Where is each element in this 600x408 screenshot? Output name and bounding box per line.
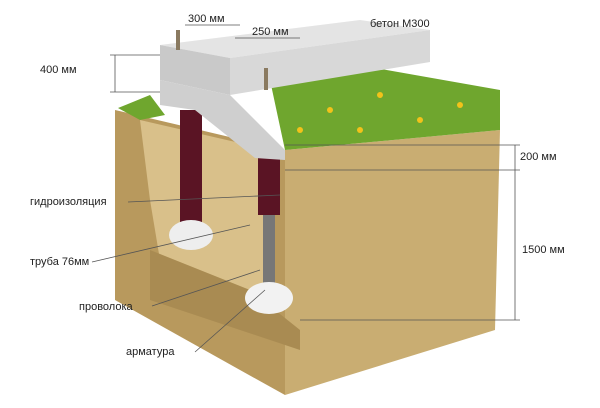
pipe-left: [180, 110, 202, 230]
label-rebar: арматура: [126, 346, 175, 358]
soil-right-face: [285, 130, 500, 395]
pile-base-left: [169, 220, 213, 250]
pipe-right: [258, 150, 280, 215]
grass-left: [118, 95, 165, 120]
beam-side: [230, 30, 430, 95]
label-pipe-76mm: труба 76мм: [30, 256, 90, 268]
label-200mm: 200 мм: [520, 151, 557, 163]
label-1500mm: 1500 мм: [522, 244, 565, 256]
label-concrete-m300: бетон М300: [370, 18, 430, 30]
beam-top: [160, 20, 430, 58]
grass-top: [270, 60, 500, 150]
dimension-lines: [91, 24, 520, 353]
rebar-stub-1: [176, 30, 180, 50]
label-400mm: 400 мм: [40, 64, 77, 76]
pile-base-right: [245, 282, 293, 314]
beam-front: [160, 45, 230, 95]
label-wire: проволока: [79, 301, 133, 313]
beam-return: [160, 80, 285, 160]
flowers: [297, 92, 463, 133]
label-250mm: 250 мм: [252, 26, 289, 38]
rebar-stub-2: [264, 68, 268, 90]
soil-bottom-step: [150, 250, 300, 350]
rebar-right: [263, 215, 275, 285]
label-waterproofing: гидроизоляция: [30, 196, 107, 208]
label-300mm: 300 мм: [188, 13, 225, 25]
